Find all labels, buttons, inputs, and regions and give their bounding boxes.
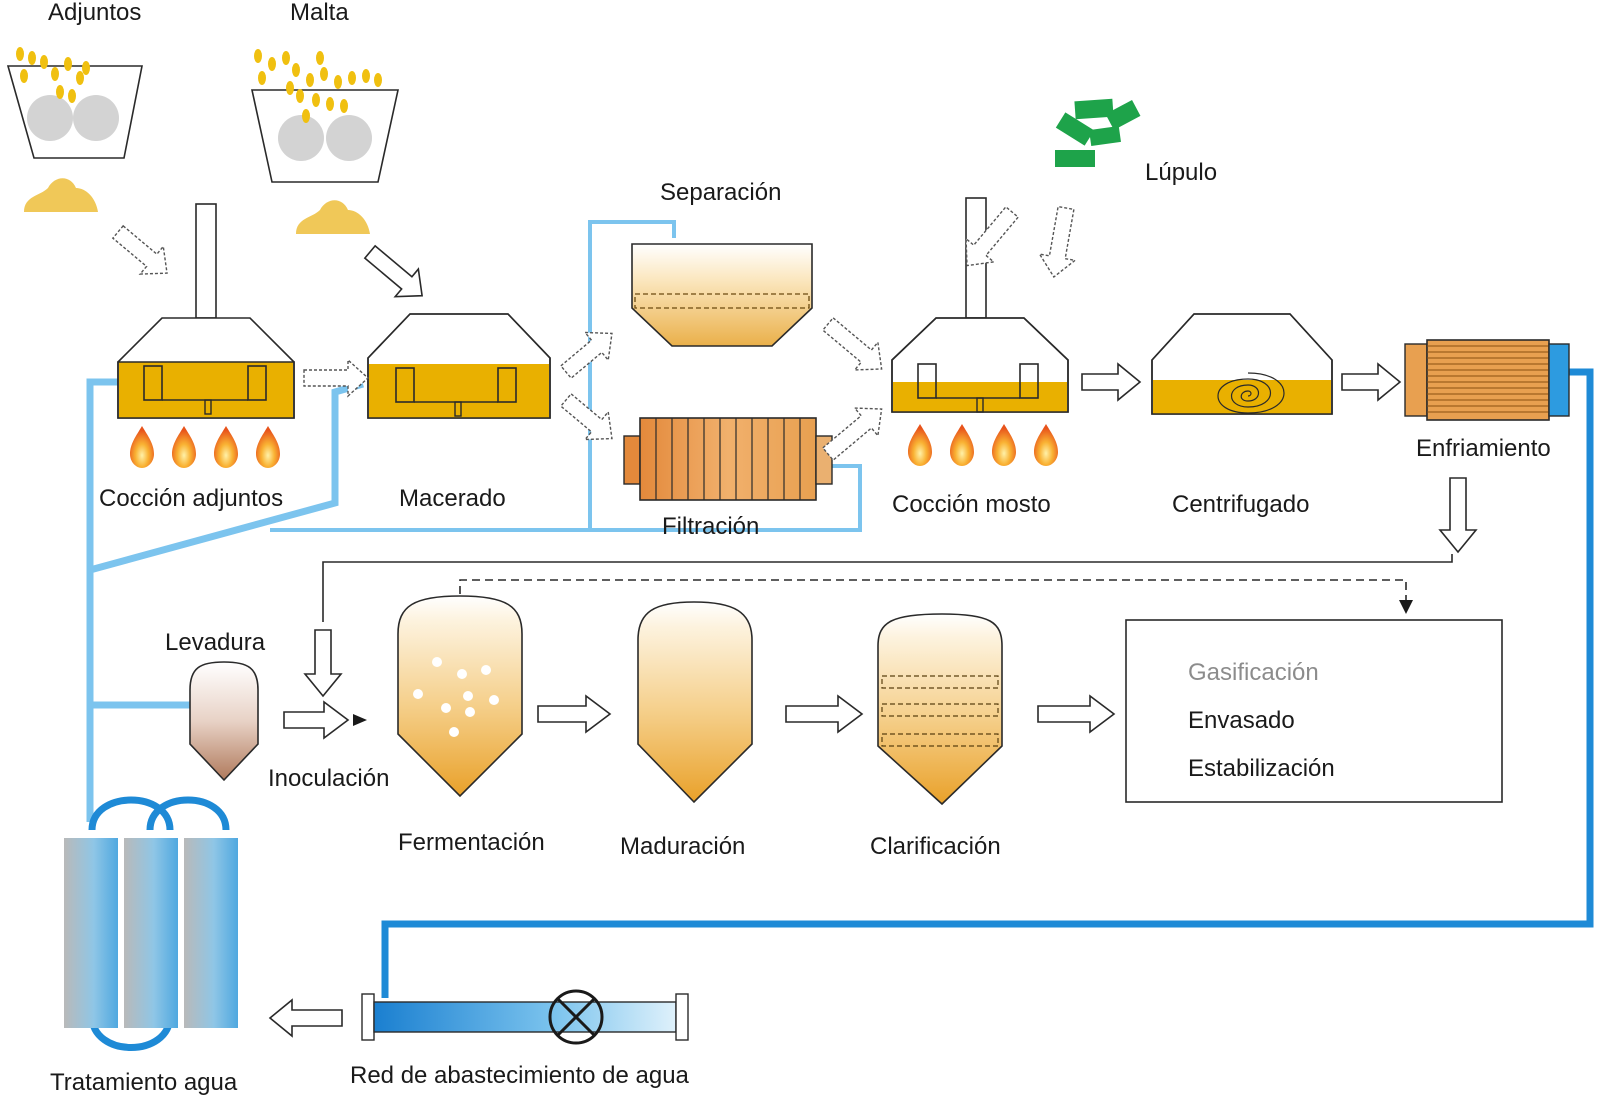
- hop-cones-icon: Lúpulo: [1055, 98, 1217, 186]
- wort-line: [322, 554, 1453, 622]
- label-maduracion: Maduración: [620, 833, 745, 860]
- flame-icon: [256, 426, 280, 468]
- levadura-tank: Levadura: [165, 629, 266, 782]
- heat-exchanger-icon: Enfriamiento: [1404, 339, 1570, 462]
- label-coccion-adjuntos: Cocción adjuntos: [99, 485, 283, 512]
- label-envasado: Envasado: [1188, 707, 1295, 734]
- label-red-agua: Red de abastecimiento de agua: [350, 1062, 690, 1089]
- label-levadura: Levadura: [165, 629, 266, 656]
- label-lupulo: Lúpulo: [1145, 159, 1217, 186]
- label-inoculacion: Inoculación: [268, 765, 389, 792]
- filtracion-press: Filtración: [623, 417, 833, 540]
- fermentacion-tank: Fermentación: [397, 595, 545, 856]
- label-adjuntos: Adjuntos: [48, 0, 141, 26]
- label-centrifugado: Centrifugado: [1172, 491, 1309, 518]
- label-separacion: Separación: [660, 179, 781, 206]
- macerado-vessel: Macerado: [367, 313, 551, 512]
- grain-icon: [16, 47, 90, 103]
- packaging-box: Gasificación Envasado Estabilización: [1125, 619, 1503, 803]
- label-malta: Malta: [290, 0, 349, 26]
- label-enfriamiento: Enfriamiento: [1416, 435, 1551, 462]
- separacion-tank: Separación: [631, 179, 813, 347]
- clarificacion-tank: Clarificación: [870, 613, 1003, 860]
- water-main: Red de abastecimiento de agua: [350, 989, 690, 1089]
- flame-icon: [1034, 424, 1058, 466]
- adjuntos-hopper: Adjuntos: [6, 0, 143, 212]
- valve-icon: [548, 989, 604, 1045]
- flame-icon: [172, 426, 196, 468]
- roller-icon: [27, 95, 73, 141]
- label-estabilizacion: Estabilización: [1188, 755, 1335, 782]
- flame-icon: [130, 426, 154, 468]
- label-clarificacion: Clarificación: [870, 833, 1001, 860]
- flow-arrows-solid: [268, 244, 1478, 1038]
- flame-icon: [992, 424, 1016, 466]
- centrifugado-vessel: Centrifugado: [1151, 313, 1333, 518]
- flame-icon: [908, 424, 932, 466]
- roller-icon: [73, 95, 119, 141]
- maduracion-tank: Maduración: [620, 601, 753, 860]
- water-treatment-icon: Tratamiento agua: [50, 796, 238, 1095]
- label-coccion-mosto: Cocción mosto: [892, 491, 1051, 518]
- malta-hopper: Malta: [251, 0, 399, 234]
- label-gasificacion: Gasificación: [1188, 659, 1319, 686]
- milled-grain-icon: [24, 178, 98, 212]
- water-pipes: [86, 220, 1594, 998]
- grain-icon: [254, 49, 382, 123]
- milled-grain-icon: [296, 200, 370, 234]
- label-filtracion: Filtración: [662, 513, 759, 540]
- label-macerado: Macerado: [399, 485, 506, 512]
- spiral-icon: [1217, 372, 1285, 414]
- coccion-adjuntos-vessel: Cocción adjuntos: [99, 203, 295, 512]
- bubble-icon: [413, 657, 499, 737]
- label-tratamiento-agua: Tratamiento agua: [50, 1069, 238, 1095]
- roller-icon: [326, 115, 372, 161]
- roller-icon: [278, 115, 324, 161]
- flow-arrows-dotted: [111, 205, 1077, 462]
- label-fermentacion: Fermentación: [398, 829, 545, 856]
- flame-icon: [950, 424, 974, 466]
- flame-icon: [214, 426, 238, 468]
